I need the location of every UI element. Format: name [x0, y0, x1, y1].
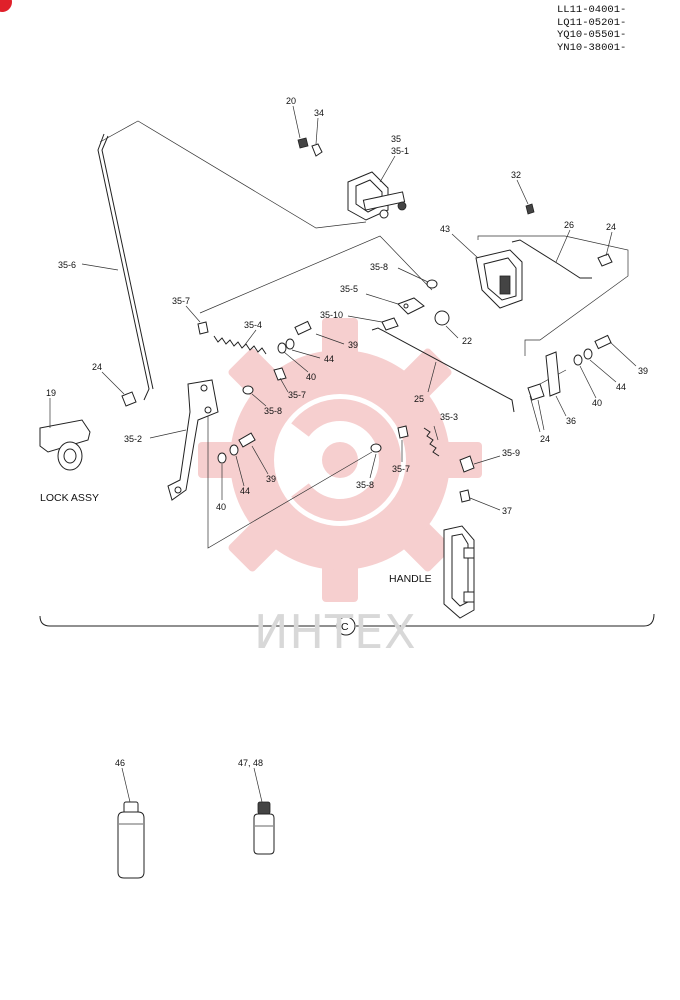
outer-handle [443, 525, 475, 619]
bracket-36 [545, 351, 561, 397]
part-label: 35-8 [370, 262, 388, 272]
part-label: 35-7 [288, 390, 306, 400]
part-label: 39 [348, 340, 358, 350]
part-label: 26 [564, 220, 574, 230]
bushing-35-8-mid [242, 385, 254, 395]
serial-number: LQ11-05201- [557, 16, 627, 29]
watermark-text: ИНТЕХ [254, 605, 417, 659]
part-label: 35-4 [244, 320, 262, 330]
assembly-outline [99, 120, 629, 549]
bushing-35-8-right [370, 443, 382, 453]
part-label: 40 [592, 398, 602, 408]
lock-cylinder-19 [39, 419, 91, 471]
part-label: 19 [46, 388, 56, 398]
part-label: 36 [566, 416, 576, 426]
part-label: 35-9 [502, 448, 520, 458]
inner-handle-43 [475, 249, 523, 309]
lever-35-2 [167, 379, 219, 501]
part-label: 24 [606, 222, 616, 232]
spring-35-3 [423, 427, 440, 457]
serial-number: YN10-38001- [557, 41, 627, 54]
section-letter: C [341, 621, 349, 633]
nut-34 [311, 143, 323, 157]
rod-26 [511, 239, 592, 279]
bottle-47-48 [253, 801, 275, 855]
bottle-46 [117, 801, 145, 879]
part-label: 37 [502, 506, 512, 516]
pin-37 [459, 489, 471, 503]
part-label: 22 [462, 336, 472, 346]
clip-24-top [597, 253, 613, 267]
part-label: 40 [216, 502, 226, 512]
clip-35-10 [381, 317, 399, 331]
serial-number: LL11-04001- [557, 4, 627, 16]
bushing-35-8-top [426, 279, 438, 289]
pin-35-7-top [197, 321, 209, 335]
part-label: 46 [115, 758, 125, 768]
part-label: 20 [286, 96, 296, 106]
part-label: 35-3 [440, 412, 458, 422]
part-label: 24 [92, 362, 102, 372]
part-label: 25 [414, 394, 424, 404]
handle-caption: HANDLE [389, 573, 432, 585]
part-label: 44 [240, 486, 250, 496]
pin-35-7-right [397, 425, 409, 439]
spring-35-4 [213, 335, 267, 355]
washer-40-c [573, 354, 583, 366]
watermark-gear-logo [198, 318, 482, 602]
screw-35-7-mid [273, 367, 287, 381]
screw-39-a [294, 320, 312, 336]
part-label: 35-2 [124, 434, 142, 444]
serial-number-list: LL11-04001- LQ11-05201- YQ10-05501- YN10… [557, 4, 626, 54]
part-label: 47, 48 [238, 758, 263, 768]
part-label: 35-7 [172, 296, 190, 306]
part-label: 40 [306, 372, 316, 382]
part-label: 32 [511, 170, 521, 180]
part-label: 35-8 [356, 480, 374, 490]
part-label: 43 [440, 224, 450, 234]
screw-39-b [238, 432, 256, 448]
part-label: 35-7 [392, 464, 410, 474]
part-label: 35-8 [264, 406, 282, 416]
screw-20 [297, 137, 309, 149]
washer-44-b [229, 444, 239, 456]
part-label: 39 [638, 366, 648, 376]
screw-32 [525, 203, 535, 215]
part-label: 35-1 [391, 146, 409, 156]
part-label: 24 [540, 434, 550, 444]
part-labels: 20 34 35 35-1 32 43 26 24 35-6 35-8 35-5… [46, 96, 648, 516]
rod-25 [371, 327, 515, 413]
lock-body-35 [347, 171, 407, 221]
washer-44-c [583, 348, 593, 360]
lock-assy-caption: LOCK ASSY [40, 492, 99, 504]
part-label: 35-10 [320, 310, 343, 320]
clip-22 [434, 310, 450, 326]
part-label: 35 [391, 134, 401, 144]
section-bracket: C [39, 613, 655, 636]
part-label: 39 [266, 474, 276, 484]
washer-40-b [217, 452, 227, 464]
part-label: 34 [314, 108, 324, 118]
washer-40-a [277, 342, 287, 354]
corner-badge [0, 0, 12, 12]
part-label: 44 [324, 354, 334, 364]
part-label: 35-5 [340, 284, 358, 294]
rod-35-6 [97, 133, 154, 401]
washer-44-a [285, 338, 295, 350]
clip-24-right [527, 383, 545, 401]
bolt-35-9 [459, 455, 475, 473]
plate-35-5 [397, 297, 425, 315]
part-label: 44 [616, 382, 626, 392]
leader-lines [49, 105, 637, 511]
screw-39-c [594, 334, 612, 350]
part-label: 35-6 [58, 260, 76, 270]
serial-number: YQ10-05501- [557, 29, 627, 41]
clip-24-lock [121, 391, 137, 407]
